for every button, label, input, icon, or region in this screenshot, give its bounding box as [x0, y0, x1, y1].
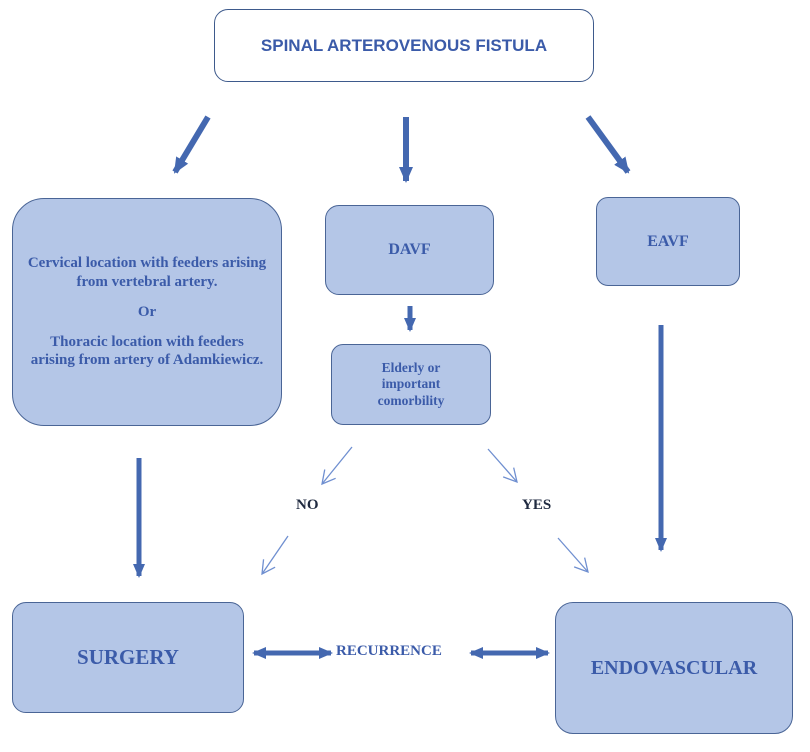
- arrow-title-to-left: [172, 115, 211, 174]
- surgery-box: SURGERY: [12, 602, 244, 713]
- yes-label: YES: [522, 497, 552, 513]
- arrow-no-upper: [321, 446, 353, 486]
- location-text: Cervical location with feeders arising f…: [27, 254, 267, 369]
- cervical-thoracic-location-box: Cervical location with feeders arising f…: [12, 198, 282, 426]
- cervical-location-text: Cervical location with feeders arising f…: [27, 255, 267, 290]
- elderly-label: Elderly or important comorbility: [377, 359, 445, 408]
- title-box: SPINAL ARTEROVENOUS FISTULA: [214, 9, 594, 82]
- or-text: Or: [137, 303, 157, 320]
- arrow-yes-lower: [557, 537, 589, 574]
- endovascular-label: ENDOVASCULAR: [590, 656, 758, 679]
- no-label: NO: [296, 497, 319, 513]
- arrow-no-lower: [261, 535, 289, 576]
- thoracic-location-text: Thoracic location with feeders arising f…: [30, 334, 264, 369]
- eavf-label: EAVF: [647, 232, 689, 250]
- arrow-yes-upper: [487, 448, 518, 484]
- elderly-comorbility-box: Elderly or important comorbility: [331, 344, 491, 425]
- davf-label: DAVF: [388, 241, 431, 258]
- diagram-title: SPINAL ARTEROVENOUS FISTULA: [260, 35, 548, 55]
- surgery-label: SURGERY: [77, 645, 179, 669]
- eavf-box: EAVF: [596, 197, 740, 286]
- endovascular-box: ENDOVASCULAR: [555, 602, 793, 734]
- recurrence-label: RECURRENCE: [336, 643, 442, 659]
- arrow-title-to-eavf: [585, 115, 631, 174]
- davf-box: DAVF: [325, 205, 494, 295]
